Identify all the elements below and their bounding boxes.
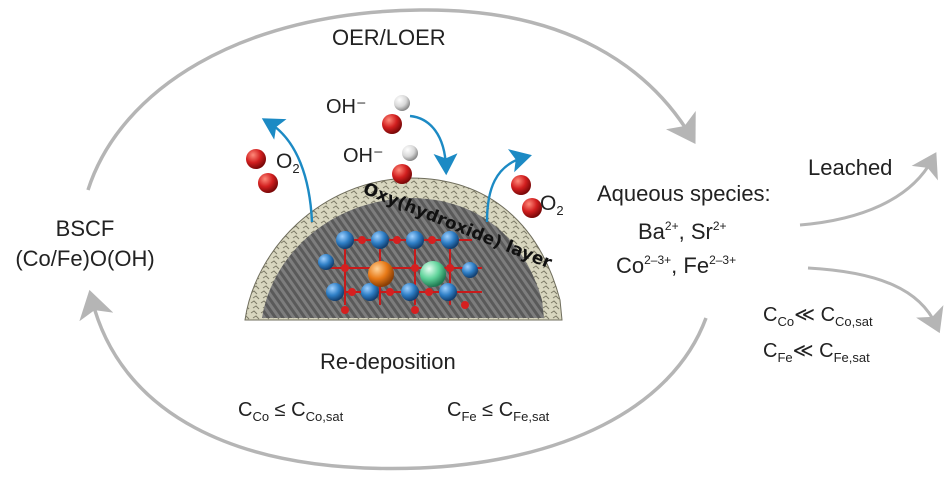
eq-right-co-a: C <box>763 304 778 326</box>
eq-right-co-a-sub: Co <box>777 314 795 329</box>
bscf-line2: (Co/Fe)O(OH) <box>15 246 155 271</box>
ions-line2: Co2–3+, Fe2–3+ <box>616 247 736 279</box>
ion-co: Co <box>616 253 645 278</box>
arc-bottom <box>79 289 708 471</box>
ion-fe: Fe <box>683 253 710 278</box>
eq-left-co: CCo ≤ CCo,sat <box>238 399 343 424</box>
o2-label-right: O2 <box>540 191 564 224</box>
eq-right-co-b: C <box>820 304 836 326</box>
ion-co-charge: 2–3+ <box>644 253 672 267</box>
eq-right-co-b-sub: Co,sat <box>835 314 873 329</box>
eq-left-co-b-sub: Co,sat <box>305 409 344 424</box>
b-site-atoms <box>318 231 478 301</box>
arc-saturation <box>807 266 944 334</box>
eq-left-fe-b: C <box>498 399 514 421</box>
ion-sep-2: , <box>671 253 684 278</box>
cycle-arrows <box>79 8 944 471</box>
eq-right-co-op: ≪ <box>794 304 821 326</box>
bscf-line1: BSCF <box>55 216 115 241</box>
ion-sr: Sr <box>690 219 713 244</box>
eq-right-fe-a-sub: Fe <box>777 350 793 365</box>
blue-arrows <box>261 114 532 223</box>
oh-molecule-mid <box>392 145 418 184</box>
arc-top <box>86 8 696 191</box>
o2-right-o: O <box>540 192 557 215</box>
ion-sep-1: , <box>678 219 691 244</box>
ions-line1: Ba2+, Sr2+ <box>638 213 727 245</box>
arc-leached <box>799 152 938 227</box>
eq-right-fe-b: C <box>819 340 834 362</box>
ion-ba-charge: 2+ <box>664 219 679 233</box>
o2-molecule-left <box>246 149 278 193</box>
o2-molecule-right <box>511 175 542 218</box>
eq-left-fe: CFe ≤ CFe,sat <box>447 399 549 424</box>
oh-label-top: OH⁻ <box>326 96 367 118</box>
oh-molecule-top <box>382 95 410 134</box>
arrow-o2-left <box>261 118 314 223</box>
o2-right-sub: 2 <box>556 203 564 218</box>
aqueous-species-title: Aqueous species: <box>597 181 771 206</box>
a-site-atom-orange <box>368 261 394 287</box>
arrow-oh-in <box>409 114 458 176</box>
eq-left-fe-op: ≤ <box>476 399 499 421</box>
oer-label: OER/LOER <box>332 25 446 50</box>
eq-left-fe-a-sub: Fe <box>461 409 477 424</box>
eq-left-co-a-sub: Co <box>252 409 270 424</box>
ion-ba: Ba <box>638 219 665 244</box>
eq-right-fe-b-sub: Fe,sat <box>833 350 870 365</box>
eq-right-fe: CFe≪ CFe,sat <box>763 338 870 365</box>
oh-label-mid: OH⁻ <box>343 145 384 167</box>
o2-left-o: O <box>276 150 293 173</box>
eq-right-fe-a: C <box>763 340 778 362</box>
eq-left-fe-b-sub: Fe,sat <box>513 409 550 424</box>
ion-sr-charge: 2+ <box>712 219 727 233</box>
o2-left-sub: 2 <box>292 161 300 176</box>
catalyst-particle: Oxy(hydroxide) layer <box>244 177 563 321</box>
eq-left-fe-a: C <box>447 399 462 421</box>
ion-fe-charge: 2–3+ <box>709 253 737 267</box>
eq-right-fe-op: ≪ <box>792 340 820 362</box>
a-site-atom-green <box>420 261 446 287</box>
o2-label-left: O2 <box>276 149 300 182</box>
leached-label: Leached <box>808 155 893 180</box>
eq-left-co-b: C <box>291 399 306 421</box>
arrow-o2-right <box>485 149 532 223</box>
eq-left-co-a: C <box>238 399 253 421</box>
bscf-label: BSCF (Co/Fe)O(OH) <box>0 216 170 272</box>
redeposition-label: Re-deposition <box>320 349 456 374</box>
eq-right-co: CCo≪ CCo,sat <box>763 302 873 329</box>
eq-left-co-op: ≤ <box>269 399 292 421</box>
